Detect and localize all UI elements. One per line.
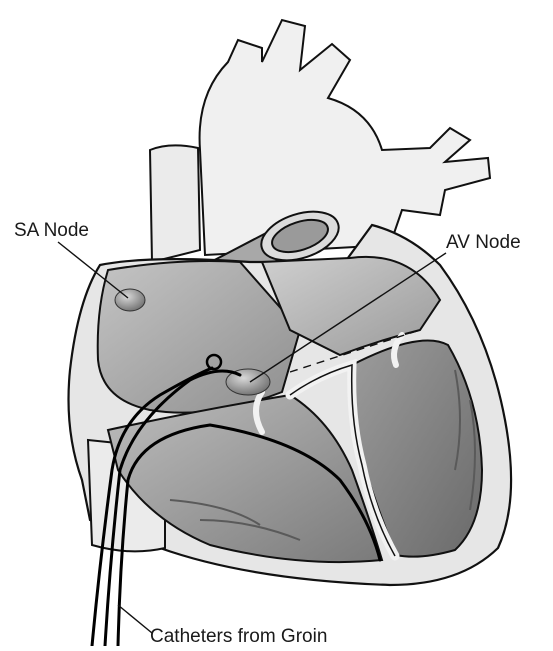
superior-vena-cava [150,145,200,262]
catheters-leader [118,605,152,633]
sa-node [115,289,145,311]
av-node-label: AV Node [446,232,521,253]
sa-node-label: SA Node [14,220,89,241]
aorta [200,20,490,255]
catheters-label: Catheters from Groin [150,626,327,646]
